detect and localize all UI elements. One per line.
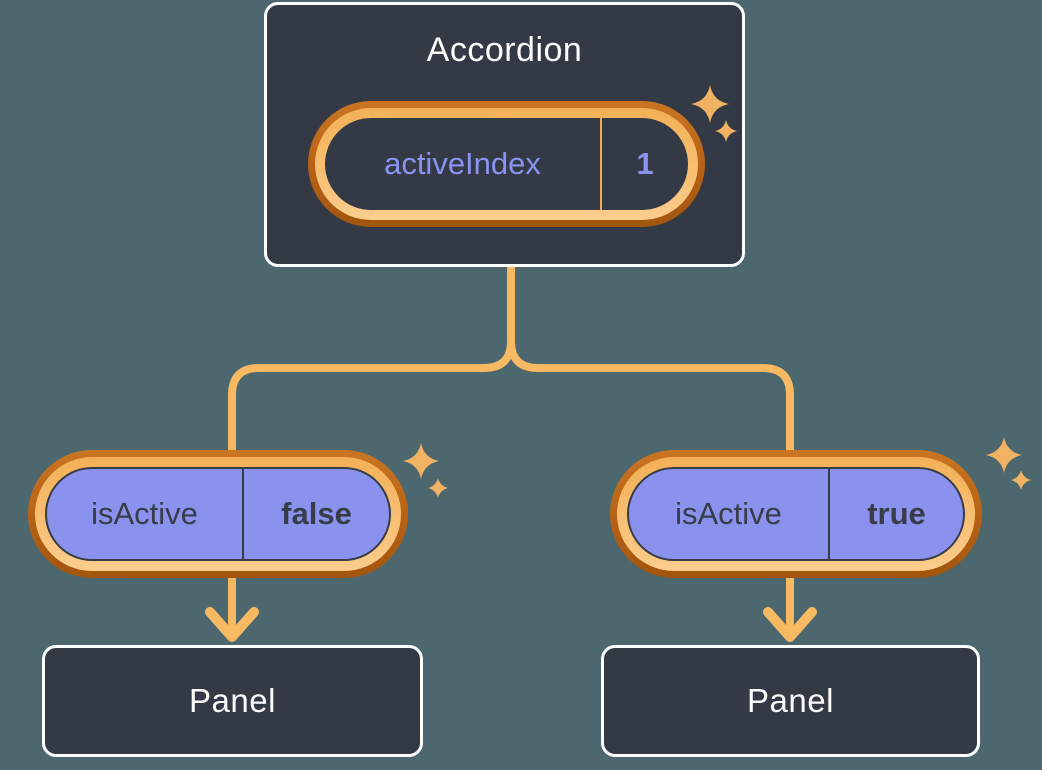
prop-pill-core: isActive true bbox=[627, 467, 965, 561]
connector-line-right bbox=[507, 262, 794, 640]
prop-name: isActive bbox=[47, 469, 244, 559]
prop-name: isActive bbox=[629, 469, 830, 559]
prop-pill-ring: isActive false bbox=[35, 457, 401, 571]
panel-label: Panel bbox=[747, 682, 834, 719]
panel-card-right: Panel bbox=[601, 645, 980, 757]
state-value: 1 bbox=[636, 146, 654, 181]
prop-value: true bbox=[867, 496, 926, 531]
panel-card-left: Panel bbox=[42, 645, 423, 757]
prop-pill-false: isActive false bbox=[28, 450, 408, 578]
arrow-down-icon bbox=[205, 607, 259, 642]
state-name: activeIndex bbox=[325, 118, 602, 210]
accordion-title: Accordion bbox=[426, 31, 583, 69]
state-pill-ring: activeIndex 1 bbox=[315, 108, 698, 220]
prop-pill-ring: isActive true bbox=[617, 457, 975, 571]
accordion-card: Accordion activeIndex 1 bbox=[264, 2, 745, 267]
state-pill-core: activeIndex 1 bbox=[325, 118, 688, 210]
arrow-down-icon bbox=[763, 607, 817, 642]
state-pill: activeIndex 1 bbox=[308, 101, 705, 227]
panel-label: Panel bbox=[189, 682, 276, 719]
prop-value: false bbox=[281, 496, 352, 531]
prop-pill-true: isActive true bbox=[610, 450, 982, 578]
prop-pill-core: isActive false bbox=[45, 467, 391, 561]
